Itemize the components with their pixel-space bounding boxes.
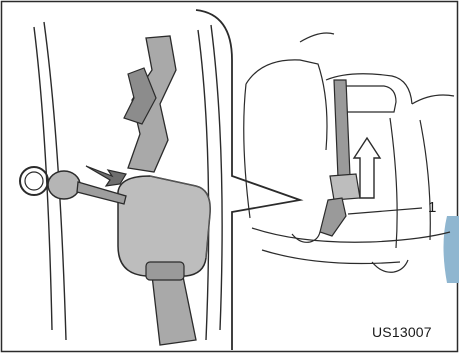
retractor-housing xyxy=(118,176,210,280)
accent-shape xyxy=(444,216,459,283)
figure-code: US13007 xyxy=(372,324,432,340)
callout-number-1: 1 xyxy=(428,199,436,216)
